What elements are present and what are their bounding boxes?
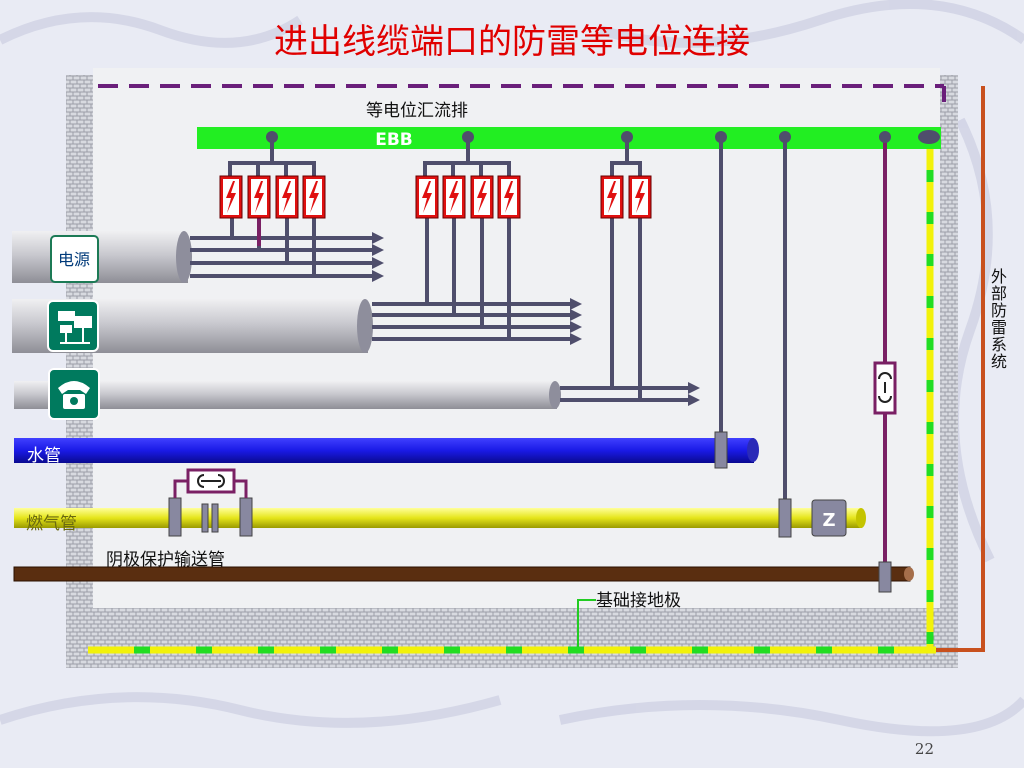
z-label: Z — [822, 510, 835, 531]
data-cable-end — [357, 299, 373, 353]
gas-pipe-end — [856, 508, 866, 528]
gas-pipe — [14, 508, 862, 528]
foundation-earth-leader — [577, 599, 596, 647]
telephone-conductor-arrows — [688, 382, 700, 406]
ebb-caption: 等电位汇流排 — [366, 101, 468, 121]
isolating-spark-gap-icon — [873, 361, 897, 415]
power-cable — [12, 231, 188, 283]
water-pipe-clamp — [714, 431, 728, 469]
power-conductor-arrows — [372, 232, 384, 282]
telephone-conductors — [560, 386, 690, 402]
page-number: 22 — [914, 740, 934, 758]
telephone-cable-end — [549, 381, 561, 409]
telephone-spd-drops — [610, 217, 642, 400]
ebb-label: EBB — [375, 130, 413, 150]
gas-pipe-clamp — [778, 498, 792, 538]
data-spd-drops — [425, 217, 511, 339]
telephone-cable — [14, 381, 557, 409]
foundation-earth-label: 基础接地极 — [596, 591, 681, 611]
power-label-icon — [50, 235, 99, 283]
cathodic-pipe-clamp — [878, 561, 892, 593]
cathodic-pipe-label: 阴极保护输送管 — [106, 550, 225, 570]
gas-isolating-joint-box — [811, 499, 847, 537]
ebb-bar — [197, 127, 941, 149]
foundation-slab — [66, 608, 958, 668]
cathodic-pipe-end — [904, 567, 914, 581]
page-title: 进出线缆端口的防雷等电位连接 — [274, 22, 750, 62]
water-pipe-end — [747, 438, 759, 462]
gas-pipe-label: 燃气管 — [26, 514, 77, 534]
data-conductors — [372, 302, 572, 341]
water-pipe — [14, 438, 754, 463]
external-lightning-label: 外部防雷系统 — [988, 268, 1007, 370]
ebb-bonding-conductors — [719, 137, 787, 508]
data-conductor-arrows — [570, 298, 582, 345]
external-lightning-conductor — [936, 86, 985, 652]
power-cable-end — [176, 231, 192, 283]
water-pipe-label: 水管 — [27, 446, 61, 466]
telephone-icon — [48, 368, 100, 420]
spd-bus-connections — [228, 137, 642, 176]
gas-insulating-joint — [168, 497, 253, 537]
right-wall — [940, 75, 958, 645]
ebb-terminals — [266, 130, 940, 144]
computer-network-icon — [47, 300, 99, 352]
isolating-spark-gap-icon — [173, 468, 248, 498]
power-conductors — [190, 236, 374, 278]
power-label: 电源 — [58, 250, 90, 269]
left-wall — [66, 75, 93, 645]
